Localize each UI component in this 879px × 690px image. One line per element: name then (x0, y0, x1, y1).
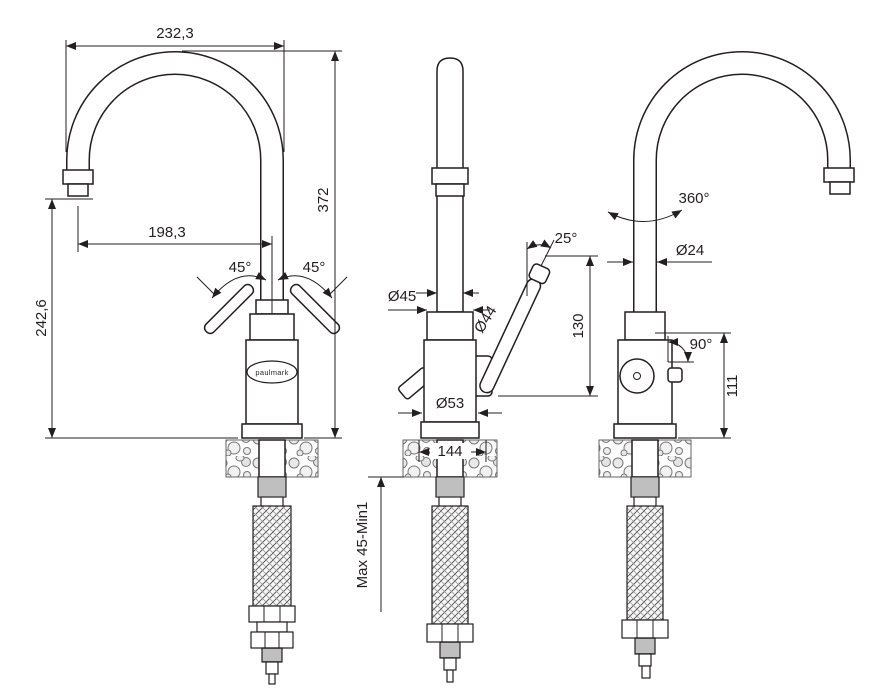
view-front: 25° Ø45 Ø44 130 Ø53 (354, 57, 598, 683)
handle-hub (624, 311, 666, 341)
knob-center-detail (633, 372, 641, 380)
hose-end-nub (638, 653, 652, 667)
dim-body-diameter: Ø45 (388, 288, 490, 314)
faucet-body (423, 339, 477, 423)
dim-knob-height: 111 (655, 332, 741, 439)
dim-base-diameter: Ø53 (398, 395, 502, 417)
base-ring (420, 421, 480, 439)
threaded-tip (634, 637, 656, 655)
dim-total-width-label: 232,3 (156, 25, 194, 42)
base-ring (613, 423, 677, 439)
dim-spout-reach: 198,3 (77, 206, 273, 314)
angle-arc (526, 239, 552, 250)
spout-tube-inner (67, 52, 283, 313)
hex-nut (248, 605, 296, 623)
dim-mounting-range: Max 45-Min1 (354, 476, 404, 612)
aerator-collar (823, 167, 855, 183)
hex-nut (621, 619, 669, 639)
dim-handle-angle-left: 45° (196, 259, 267, 299)
dim-spout-reach-label: 198,3 (148, 224, 186, 241)
mounting-shank (258, 439, 286, 478)
threaded-stem (257, 476, 287, 498)
dim-swivel-angle: 360° (607, 190, 710, 222)
mounting-shank (631, 439, 659, 478)
lever-handle (479, 278, 542, 394)
hex-nut (426, 623, 474, 643)
dim-column-diameter-label: Ø44 (471, 303, 500, 336)
threaded-tip (261, 647, 283, 663)
hose-end-tip (641, 665, 651, 679)
aerator-tip (829, 181, 851, 195)
brand-logo-text: paulmark (255, 368, 288, 377)
dim-mounting-range-label: Max 45-Min1 (354, 502, 371, 589)
aerator-tip (435, 183, 465, 197)
dim-knob-angle: 90° (667, 336, 713, 363)
dim-swivel-angle-label: 360° (678, 190, 709, 207)
dim-lever-angle: 25° (526, 230, 578, 296)
extension-line (196, 276, 216, 296)
dim-base-width: 144 (418, 440, 487, 462)
dim-handle-angle-right: 45° (277, 259, 348, 299)
dim-body-diameter-label: Ø45 (388, 288, 416, 305)
angle-arc (211, 271, 267, 299)
spout-tube-inner (634, 52, 850, 313)
rotation-arc (607, 209, 683, 222)
hose-collar (256, 621, 288, 633)
dim-base-width-label: 144 (437, 443, 462, 460)
hex-nut (250, 631, 294, 649)
dim-handle-angle-left-label: 45° (229, 259, 252, 276)
dim-lever-length: 130 (498, 255, 598, 397)
dim-spout-height: 242,6 (33, 198, 238, 439)
dim-spout-tube-diameter: Ø24 (607, 242, 712, 266)
dim-handle-angle-right-label: 45° (303, 259, 326, 276)
threaded-stem (435, 476, 465, 498)
round-knob (619, 358, 655, 394)
dim-knob-height-label: 111 (724, 375, 741, 398)
logo-badge (246, 360, 298, 384)
handle-hub (426, 311, 474, 341)
side-knob-nub (667, 367, 683, 383)
dim-base-diameter-label: Ø53 (436, 395, 464, 412)
hose-end-nub (265, 661, 279, 675)
dim-lever-length-label: 130 (570, 313, 587, 338)
lever-end-cap (528, 263, 551, 285)
aerator-tip (67, 183, 89, 197)
label-backplate (430, 443, 471, 459)
braided-hose (431, 505, 469, 625)
extension-line (540, 239, 555, 267)
aerator-collar (62, 169, 94, 185)
handle-hub (249, 313, 295, 341)
dim-total-height-label: 372 (315, 187, 332, 212)
threaded-stem (630, 476, 660, 498)
dim-spout-height-label: 242,6 (33, 299, 50, 337)
braided-hose (252, 505, 292, 607)
dim-total-height: 372 (182, 50, 342, 439)
threaded-tip (439, 641, 461, 659)
extension-line (328, 276, 348, 296)
view-side-right: 360° Ø24 90° 111 (598, 51, 855, 679)
dim-lever-angle-label: 25° (555, 230, 578, 247)
dim-spout-tube-diameter-label: Ø24 (676, 242, 704, 259)
braided-hose (626, 505, 664, 621)
base-ring (241, 423, 303, 439)
hose-end-tip (268, 673, 276, 685)
hose-end-nub (443, 657, 457, 671)
dim-knob-angle-label: 90° (690, 336, 713, 353)
dim-total-width: 232,3 (65, 25, 285, 152)
aerator-collar (431, 167, 469, 185)
angle-arc (667, 338, 692, 363)
faucet-body (245, 339, 299, 425)
view-side-left: paulmark 232,3 372 198,3 242,6 (33, 25, 348, 685)
angle-arc (277, 271, 333, 299)
hose-end-tip (446, 669, 454, 683)
